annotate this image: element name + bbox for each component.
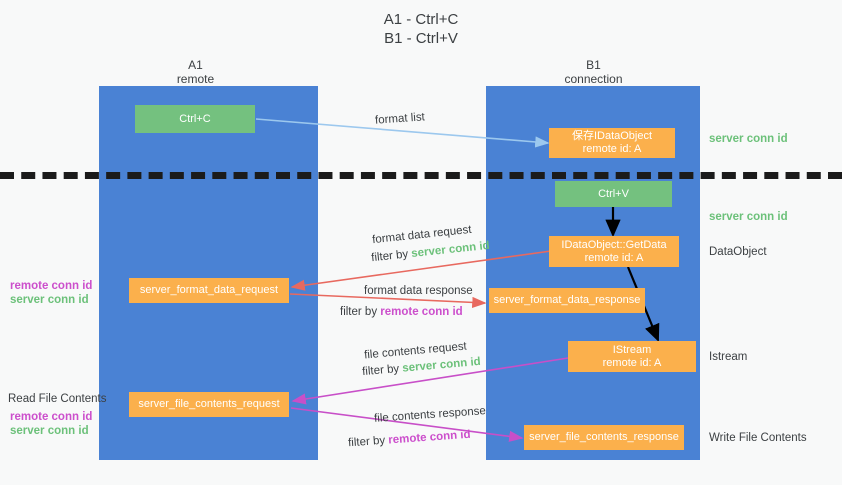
- node-istream-line2: remote id: A: [602, 356, 662, 369]
- node-server-file-contents-response[interactable]: server_file_contents_response: [524, 425, 684, 450]
- filter-value-remote-conn-id: remote conn id: [380, 306, 463, 318]
- arrow-label-file-contents-response: file contents response: [373, 405, 487, 425]
- right-label-istream: Istream: [709, 351, 748, 363]
- panel-header-b1: B1 connection: [536, 58, 651, 86]
- node-istream-line1: IStream: [612, 343, 652, 356]
- node-istream[interactable]: IStream remote id: A: [568, 341, 696, 372]
- node-ctrl-c-label: Ctrl+C: [179, 112, 211, 125]
- title-line-1: A1 - Ctrl+C: [383, 11, 459, 28]
- left-label-server-conn-id-2: server conn id: [10, 425, 89, 437]
- arrow-label-file-contents-response-filter: filter by remote conn id: [348, 428, 471, 451]
- node-server-format-data-response[interactable]: server_format_data_response: [489, 288, 645, 313]
- node-idataobject-getdata[interactable]: IDataObject::GetData remote id: A: [549, 236, 679, 267]
- node-idataobject-getdata-line1: IDataObject::GetData: [561, 238, 667, 251]
- filter-value-remote-conn-id: remote conn id: [387, 428, 471, 447]
- page-title: A1 - Ctrl+C B1 - Ctrl+V: [0, 10, 842, 48]
- filter-prefix: filter by: [347, 434, 389, 450]
- arrow-label-format-data-response-filter: filter by remote conn id: [340, 305, 463, 319]
- left-label-read-file-contents: Read File Contents: [8, 393, 107, 405]
- node-server-file-contents-request-label: server_file_contents_request: [138, 398, 280, 410]
- node-server-format-data-request-label: server_format_data_request: [139, 284, 279, 296]
- right-label-write-file-contents: Write File Contents: [709, 432, 807, 444]
- filter-value-server-conn-id: server conn id: [401, 355, 482, 375]
- panel-a1-name: A1: [188, 58, 203, 72]
- arrow-label-format-list: format list: [374, 111, 426, 127]
- section-divider: [0, 172, 842, 179]
- panel-b1-name: B1: [586, 58, 601, 72]
- filter-prefix: filter by: [361, 362, 403, 379]
- node-save-idataobject-line2: remote id: A: [582, 143, 642, 155]
- panel-b1-sub: connection: [564, 72, 623, 86]
- filter-prefix: filter by: [370, 248, 412, 265]
- filter-value-server-conn-id: server conn id: [410, 239, 491, 260]
- left-label-server-conn-id-1: server conn id: [10, 294, 89, 306]
- left-label-remote-conn-id-1: remote conn id: [10, 280, 93, 292]
- filter-prefix: filter by: [340, 306, 381, 318]
- right-label-server-conn-id-2: server conn id: [709, 211, 788, 223]
- panel-header-a1: A1 remote: [138, 58, 253, 86]
- node-save-idataobject[interactable]: 保存IDataObject remote id: A: [549, 128, 675, 158]
- node-server-format-data-response-label: server_format_data_response: [493, 294, 641, 306]
- node-ctrl-v[interactable]: Ctrl+V: [555, 181, 672, 207]
- node-server-format-data-request[interactable]: server_format_data_request: [129, 278, 289, 303]
- right-label-server-conn-id-1: server conn id: [709, 133, 788, 145]
- title-line-2: B1 - Ctrl+V: [384, 30, 458, 47]
- node-ctrl-v-label: Ctrl+V: [598, 187, 629, 200]
- panel-a1-sub: remote: [176, 72, 215, 86]
- node-ctrl-c[interactable]: Ctrl+C: [135, 105, 255, 133]
- node-server-file-contents-request[interactable]: server_file_contents_request: [129, 392, 289, 417]
- right-label-dataobject: DataObject: [709, 246, 767, 258]
- node-server-file-contents-response-label: server_file_contents_response: [529, 431, 679, 443]
- node-idataobject-getdata-line2: remote id: A: [584, 251, 644, 264]
- left-label-remote-conn-id-2: remote conn id: [10, 411, 93, 423]
- node-save-idataobject-line1: 保存IDataObject: [571, 130, 653, 142]
- arrow-label-format-data-response: format data response: [364, 285, 473, 297]
